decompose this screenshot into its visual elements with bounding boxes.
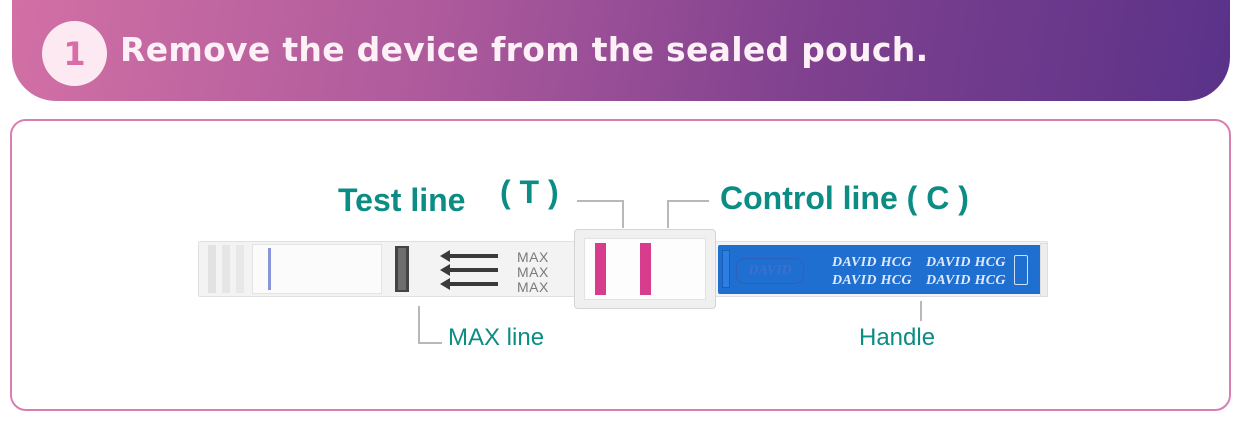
step-number-badge: 1 — [42, 21, 107, 86]
absorbent-edge — [268, 248, 271, 290]
handle-leader-v — [920, 301, 922, 321]
max-mark-2: MAX — [517, 264, 549, 280]
sample-window — [252, 244, 382, 294]
brand-text-1: DAVID HCG — [832, 255, 912, 270]
test-line-label: Test line — [338, 182, 466, 218]
cap-groove-2 — [222, 245, 230, 293]
max-leader-h — [418, 342, 442, 344]
max-mark-1: MAX — [517, 249, 549, 265]
brand-logo: DAVID — [736, 258, 804, 284]
step-title: Remove the device from the sealed pouch. — [120, 30, 929, 69]
brand-text-2: DAVID HCG — [926, 255, 1006, 270]
test-line-mark — [595, 243, 606, 295]
control-leader-h — [667, 200, 709, 202]
brand-text-4: DAVID HCG — [926, 273, 1006, 288]
handle-label: Handle — [859, 324, 936, 351]
device-end-cap — [1040, 243, 1048, 297]
brand-text-3: DAVID HCG — [832, 273, 912, 288]
control-leader-v — [667, 200, 669, 228]
control-line-mark — [640, 243, 651, 295]
handle-notch — [722, 250, 730, 288]
max-line-band-inner — [398, 248, 406, 290]
cap-groove-3 — [236, 245, 244, 293]
max-leader-v — [418, 306, 420, 343]
control-line-label: Control line ( C ) — [720, 180, 969, 216]
test-leader-v — [622, 200, 624, 228]
handle-tab — [1014, 255, 1028, 285]
handle-label-strip — [718, 245, 1042, 294]
max-mark-3: MAX — [517, 279, 549, 295]
max-line-label: MAX line — [448, 324, 545, 351]
test-leader-h — [577, 200, 623, 202]
cap-groove-1 — [208, 245, 216, 293]
step-header: 1 Remove the device from the sealed pouc… — [12, 0, 1230, 101]
arrow-icons — [440, 250, 498, 290]
test-line-abbr-label: ( T ) — [500, 174, 559, 210]
